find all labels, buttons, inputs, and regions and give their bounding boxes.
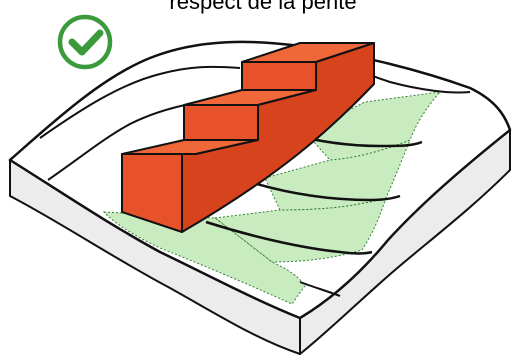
- approved-check-badge: [57, 14, 113, 70]
- diagram-caption: respect de la pente: [169, 0, 357, 14]
- check-mark-icon: [68, 29, 104, 56]
- contour-line-1: [39, 65, 241, 139]
- check-circle-icon: [57, 14, 113, 70]
- contour-line-6: [205, 220, 373, 255]
- contour-line-7: [299, 281, 341, 297]
- terrace-grass-4: [102, 211, 306, 305]
- block-side: [181, 42, 375, 233]
- contour-line-2: [47, 103, 191, 181]
- terrace-grass-3: [213, 197, 387, 263]
- contour-line-5: [249, 180, 401, 202]
